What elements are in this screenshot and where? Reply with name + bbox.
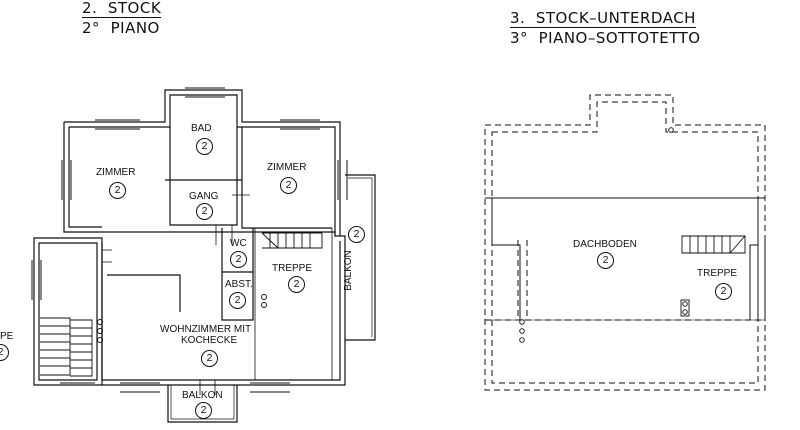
room-balkon-bottom-label: BALKON — [182, 390, 223, 401]
floor2-walls — [33, 89, 376, 423]
floor2-center-stairs — [261, 232, 323, 308]
room-gang-number: 2 — [196, 203, 213, 220]
room-wohnzimmer-label-1: WOHNZIMMER MIT — [160, 324, 252, 335]
floor2-left-stairs — [40, 317, 103, 377]
room-bad-label: BAD — [191, 123, 212, 134]
room-balkon-right-number: 2 — [348, 226, 365, 243]
room-zimmer-left-label: ZIMMER — [96, 167, 136, 178]
room-treppe-left-label: PE — [0, 331, 14, 342]
room-wc-number: 2 — [230, 251, 247, 268]
floor3-title-it: 3° PIANO–SOTTOTETTO — [510, 29, 701, 47]
room-zimmer-left-number: 2 — [109, 182, 126, 199]
floor2-title-de: 2. STOCK — [82, 0, 162, 18]
room-gang-label: GANG — [189, 191, 219, 202]
room-dachboden-number: 2 — [597, 252, 614, 269]
room-treppe-label: TREPPE — [272, 263, 313, 274]
room-dachboden-label: DACHBODEN — [573, 239, 637, 250]
room-zimmer-right-label: ZIMMER — [267, 162, 307, 173]
room-treppe-number: 2 — [288, 276, 305, 293]
room-zimmer-right-number: 2 — [280, 177, 297, 194]
floor2-windows — [31, 87, 348, 393]
floor3-lines — [485, 197, 765, 321]
room-abst-label: ABST. — [225, 279, 253, 290]
room-wohnzimmer-label-2: KOCHECKE — [181, 335, 238, 346]
room-wc-label: WC — [230, 238, 247, 249]
room-bad-number: 2 — [196, 138, 213, 155]
room-balkon-right-label: BALKON — [342, 250, 354, 291]
room-abst-number: 2 — [229, 292, 246, 309]
floor3-stairs — [519, 127, 746, 343]
floor2-title-it: 2° PIANO — [82, 19, 160, 37]
floor3-title-de: 3. STOCK–UNTERDACH — [510, 9, 696, 28]
room-wohnzimmer-number: 2 — [201, 350, 218, 367]
room-balkon-bottom-number: 2 — [195, 402, 212, 419]
room-treppe-attic-number: 2 — [715, 283, 732, 300]
room-treppe-attic-label: TREPPE — [697, 268, 738, 279]
